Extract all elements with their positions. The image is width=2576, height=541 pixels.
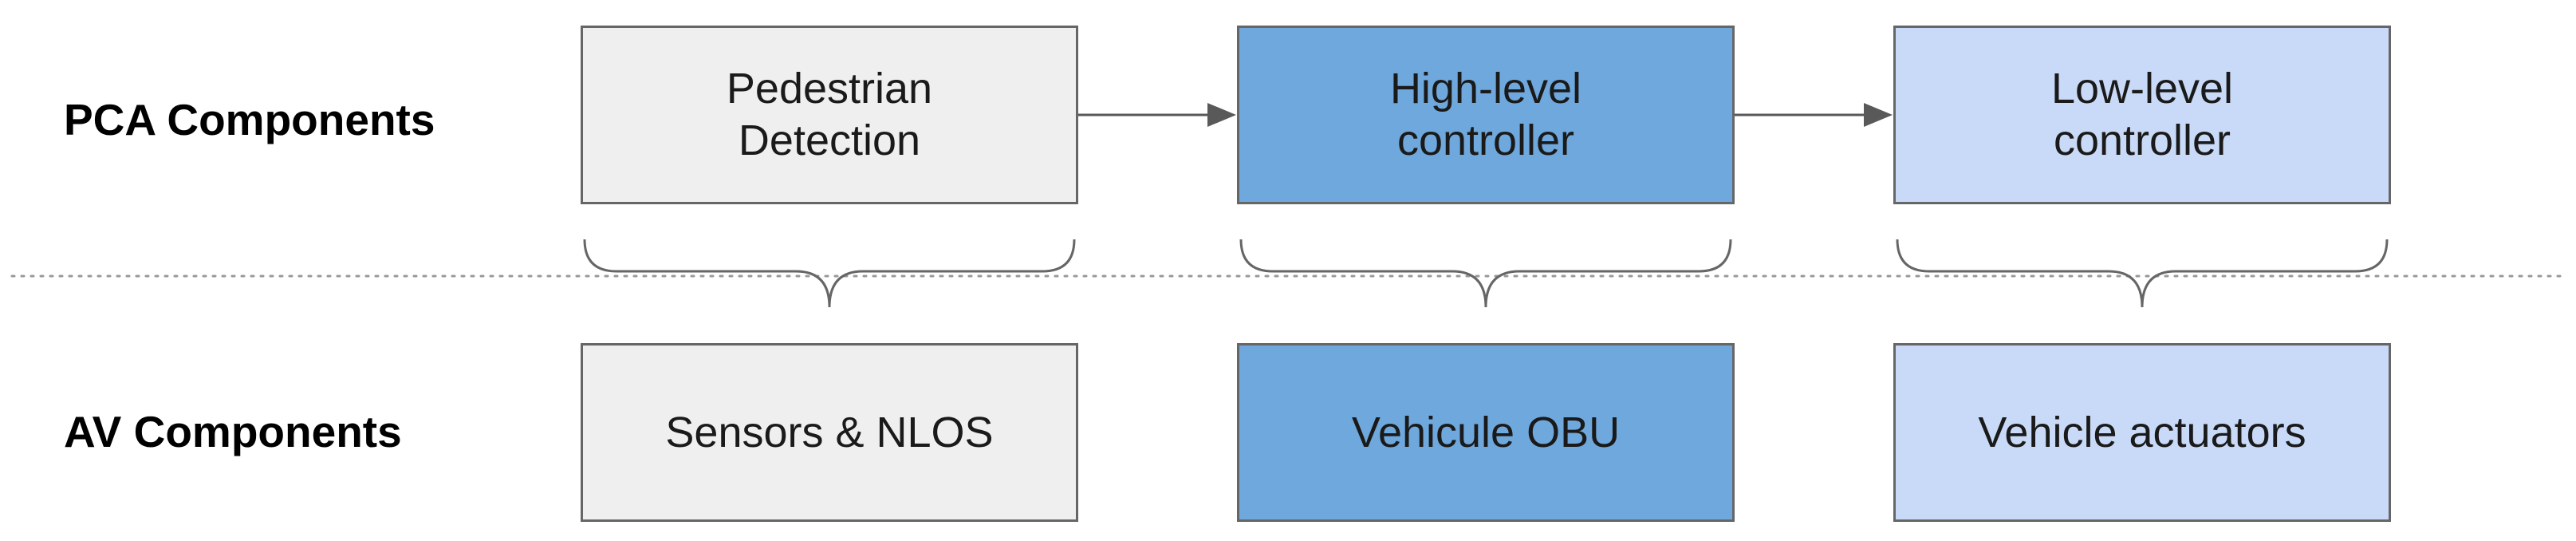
low-level-controller-line1: Low-level <box>2050 65 2234 113</box>
brace-column-2 <box>1239 239 1732 308</box>
high-level-controller-line2: controller <box>1396 116 1575 164</box>
high-level-controller-line1: High-level <box>1389 65 1582 113</box>
high-level-controller-box: High-level controller <box>1237 26 1735 204</box>
brace-column-1 <box>583 239 1076 308</box>
sensors-nlos-label: Sensors & NLOS <box>665 408 994 456</box>
brace-column-3 <box>1896 239 2389 308</box>
vehicule-obu-box: Vehicule OBU <box>1237 343 1735 522</box>
vehicle-actuators-box: Vehicle actuators <box>1893 343 2391 522</box>
pca-components-label: PCA Components <box>64 95 435 144</box>
pedestrian-detection-box: Pedestrian Detection <box>581 26 1078 204</box>
av-components-label: AV Components <box>64 407 402 456</box>
low-level-controller-box: Low-level controller <box>1893 26 2391 204</box>
pedestrian-detection-line2: Detection <box>738 116 921 164</box>
low-level-controller-line2: controller <box>2053 116 2231 164</box>
sensors-nlos-box: Sensors & NLOS <box>581 343 1078 522</box>
pedestrian-detection-line1: Pedestrian <box>726 65 933 113</box>
vehicle-actuators-label: Vehicle actuators <box>1978 408 2306 456</box>
vehicule-obu-label: Vehicule OBU <box>1351 408 1621 456</box>
